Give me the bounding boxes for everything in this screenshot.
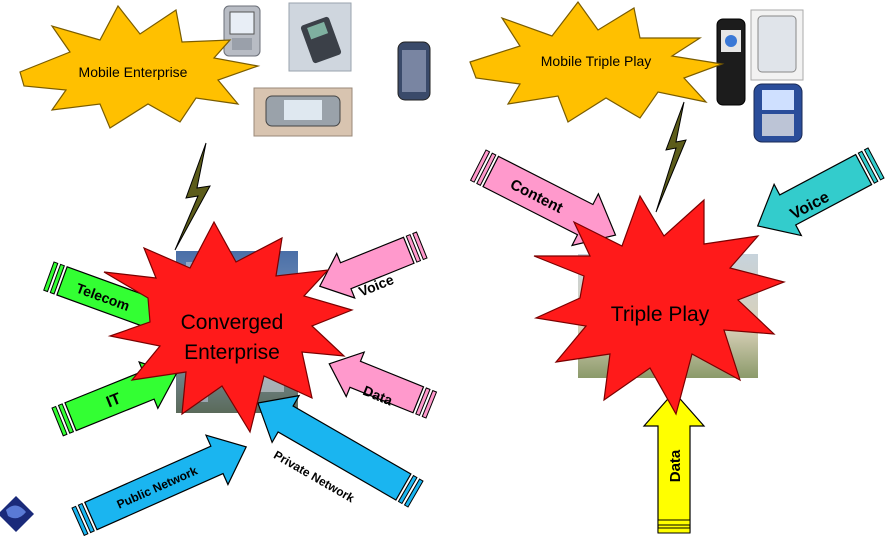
converged-enterprise-burst bbox=[103, 220, 354, 434]
lightning-bolt-right-icon bbox=[655, 101, 687, 213]
private-network-arrow bbox=[257, 394, 424, 508]
mobile-enterprise-label: Mobile Enterprise bbox=[79, 64, 188, 80]
mobile-enterprise-burst bbox=[19, 4, 261, 129]
pda-phone-image bbox=[223, 5, 261, 57]
flip-phone-image bbox=[716, 18, 746, 106]
qwerty-phone-image bbox=[253, 87, 353, 137]
data-right-arrow bbox=[642, 391, 706, 534]
it-arrow-label: IT bbox=[104, 390, 124, 411]
handheld-scanner-image bbox=[288, 2, 352, 72]
triple-play-burst bbox=[533, 194, 786, 416]
triple-play-label: Triple Play bbox=[611, 303, 710, 326]
data-right-arrow-label: Data bbox=[667, 449, 684, 482]
public-network-arrow: Public Network bbox=[71, 434, 248, 536]
data-left-arrow bbox=[328, 351, 438, 419]
converged-enterprise-label-line1: Converged bbox=[181, 311, 284, 334]
mobile-triple-play-label: Mobile Triple Play bbox=[541, 53, 652, 69]
device-photos-right bbox=[716, 9, 804, 143]
device-photos-left bbox=[223, 2, 431, 137]
mobile-triple-play-burst bbox=[469, 0, 725, 123]
music-player-image bbox=[750, 9, 804, 81]
blackberry-blue-image bbox=[753, 83, 803, 143]
converged-enterprise-label-line2: Enterprise bbox=[184, 341, 280, 364]
blackberry-image bbox=[397, 41, 431, 101]
lightning-bolt-left-icon bbox=[174, 142, 211, 251]
voice-right-arrow bbox=[756, 147, 885, 237]
corner-logo-icon bbox=[0, 496, 34, 532]
it-arrow: IT bbox=[51, 361, 178, 437]
